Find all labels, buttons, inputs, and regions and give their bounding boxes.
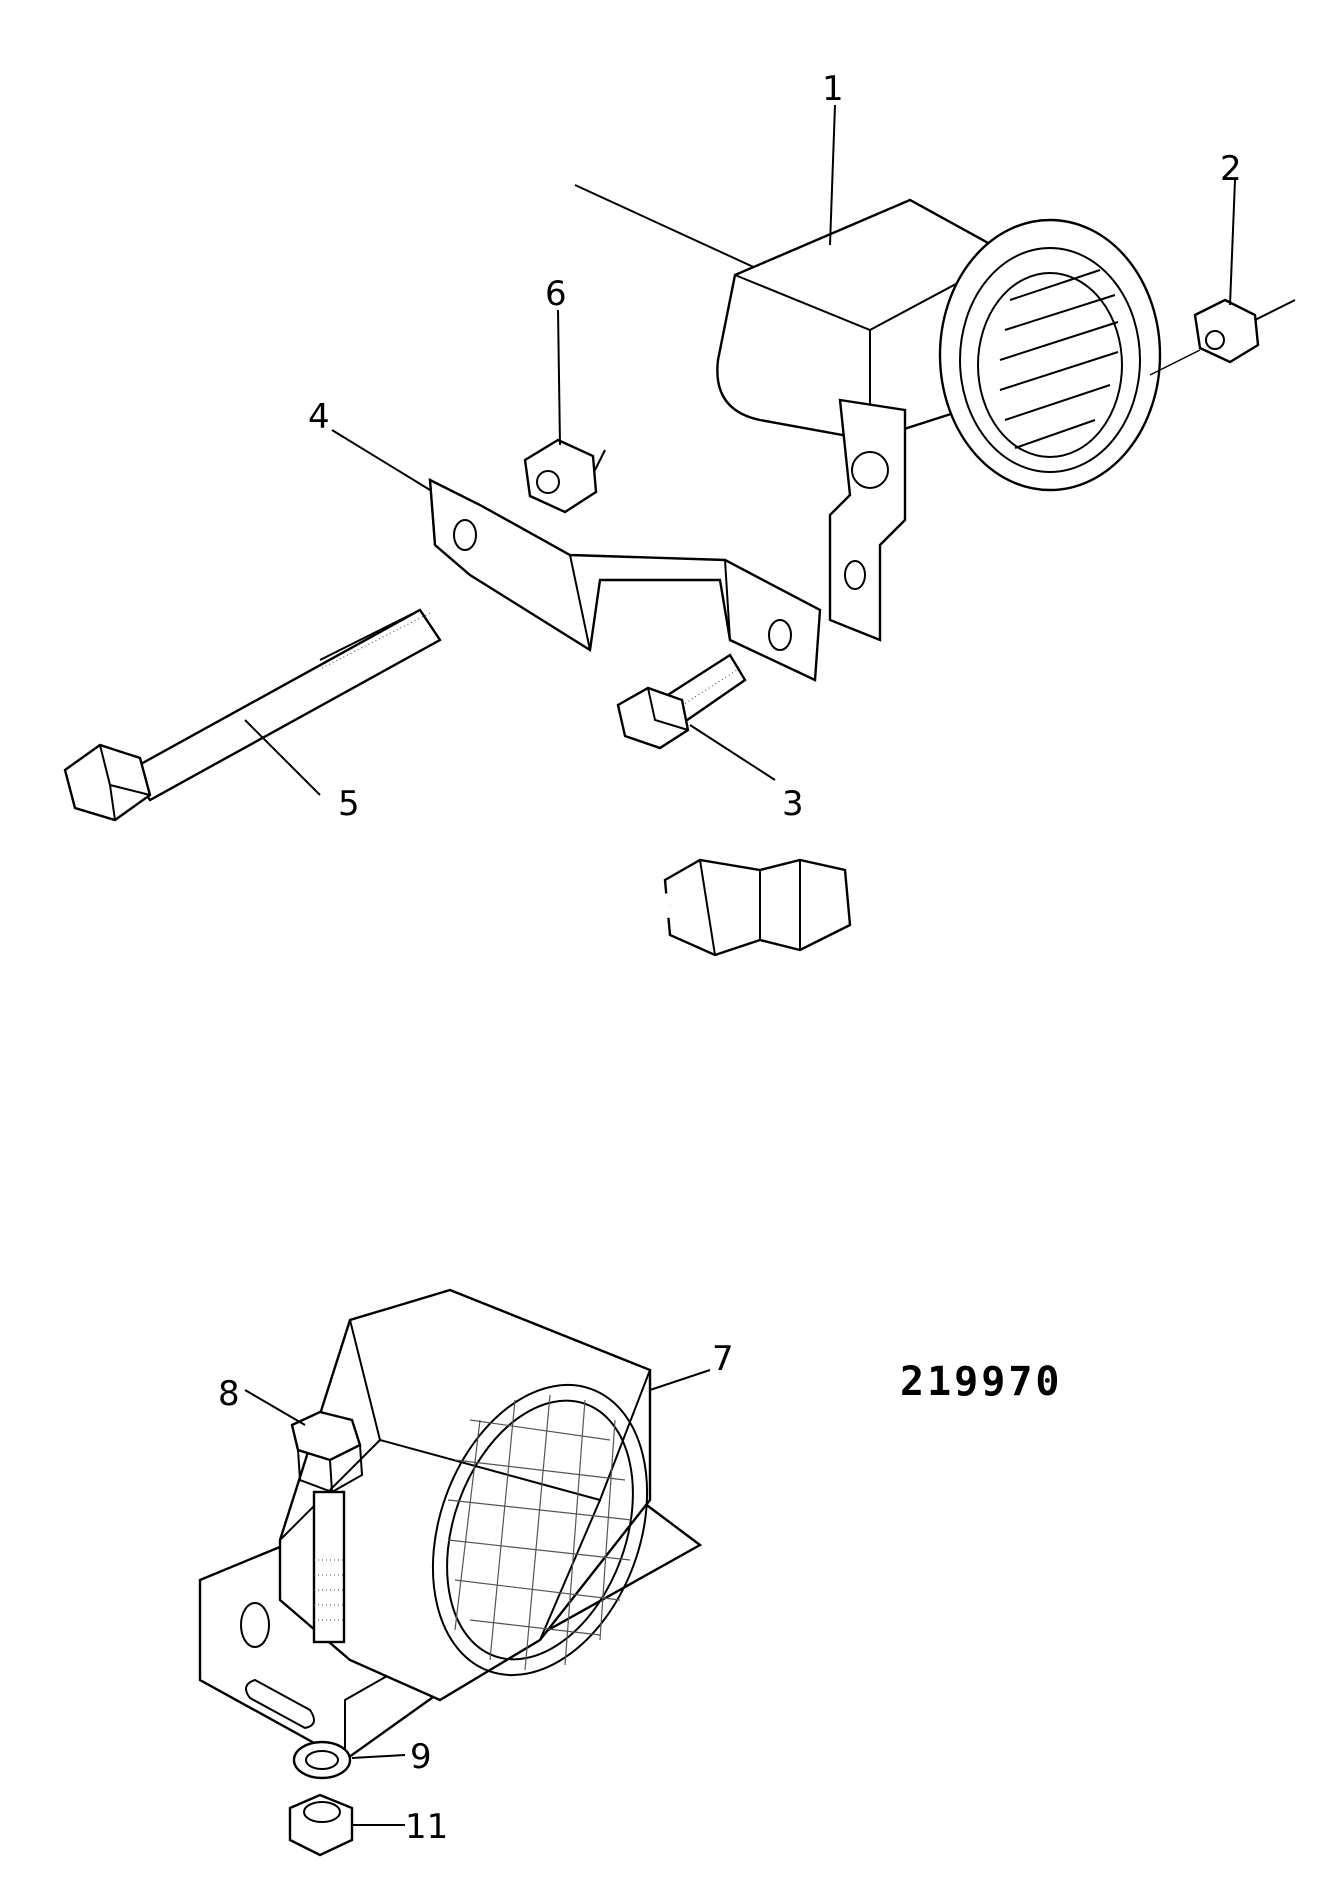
callout-3: 3	[782, 784, 804, 824]
bolt-part-8	[290, 1410, 364, 1644]
bolt-part-3	[616, 653, 747, 750]
callout-1: 1	[822, 69, 844, 109]
nut-part-6	[523, 438, 606, 514]
nut-part-2	[1149, 298, 1296, 376]
alarm-wire	[574, 184, 761, 271]
callout-8: 8	[218, 1374, 240, 1414]
callout-4: 4	[308, 397, 330, 437]
cable	[547, 893, 697, 1342]
connector	[663, 858, 852, 957]
grille-mesh	[447, 1394, 633, 1671]
callout-7: 7	[712, 1339, 734, 1379]
alarm-part-1	[574, 184, 1162, 642]
washer-part-9	[292, 1740, 352, 1780]
bolt-part-5	[63, 608, 442, 822]
alarm-louvres	[999, 269, 1119, 449]
callout-9: 9	[410, 1737, 432, 1777]
bracket-part-4	[428, 477, 822, 682]
drawing-reference-number: 219970	[900, 1359, 1063, 1405]
callout-6: 6	[545, 274, 567, 314]
alarm-part-7	[198, 1288, 703, 1762]
callout-11: 11	[405, 1807, 448, 1847]
callout-5: 5	[338, 784, 360, 824]
callout-2: 2	[1220, 149, 1242, 189]
nut-part-11	[288, 1793, 354, 1857]
